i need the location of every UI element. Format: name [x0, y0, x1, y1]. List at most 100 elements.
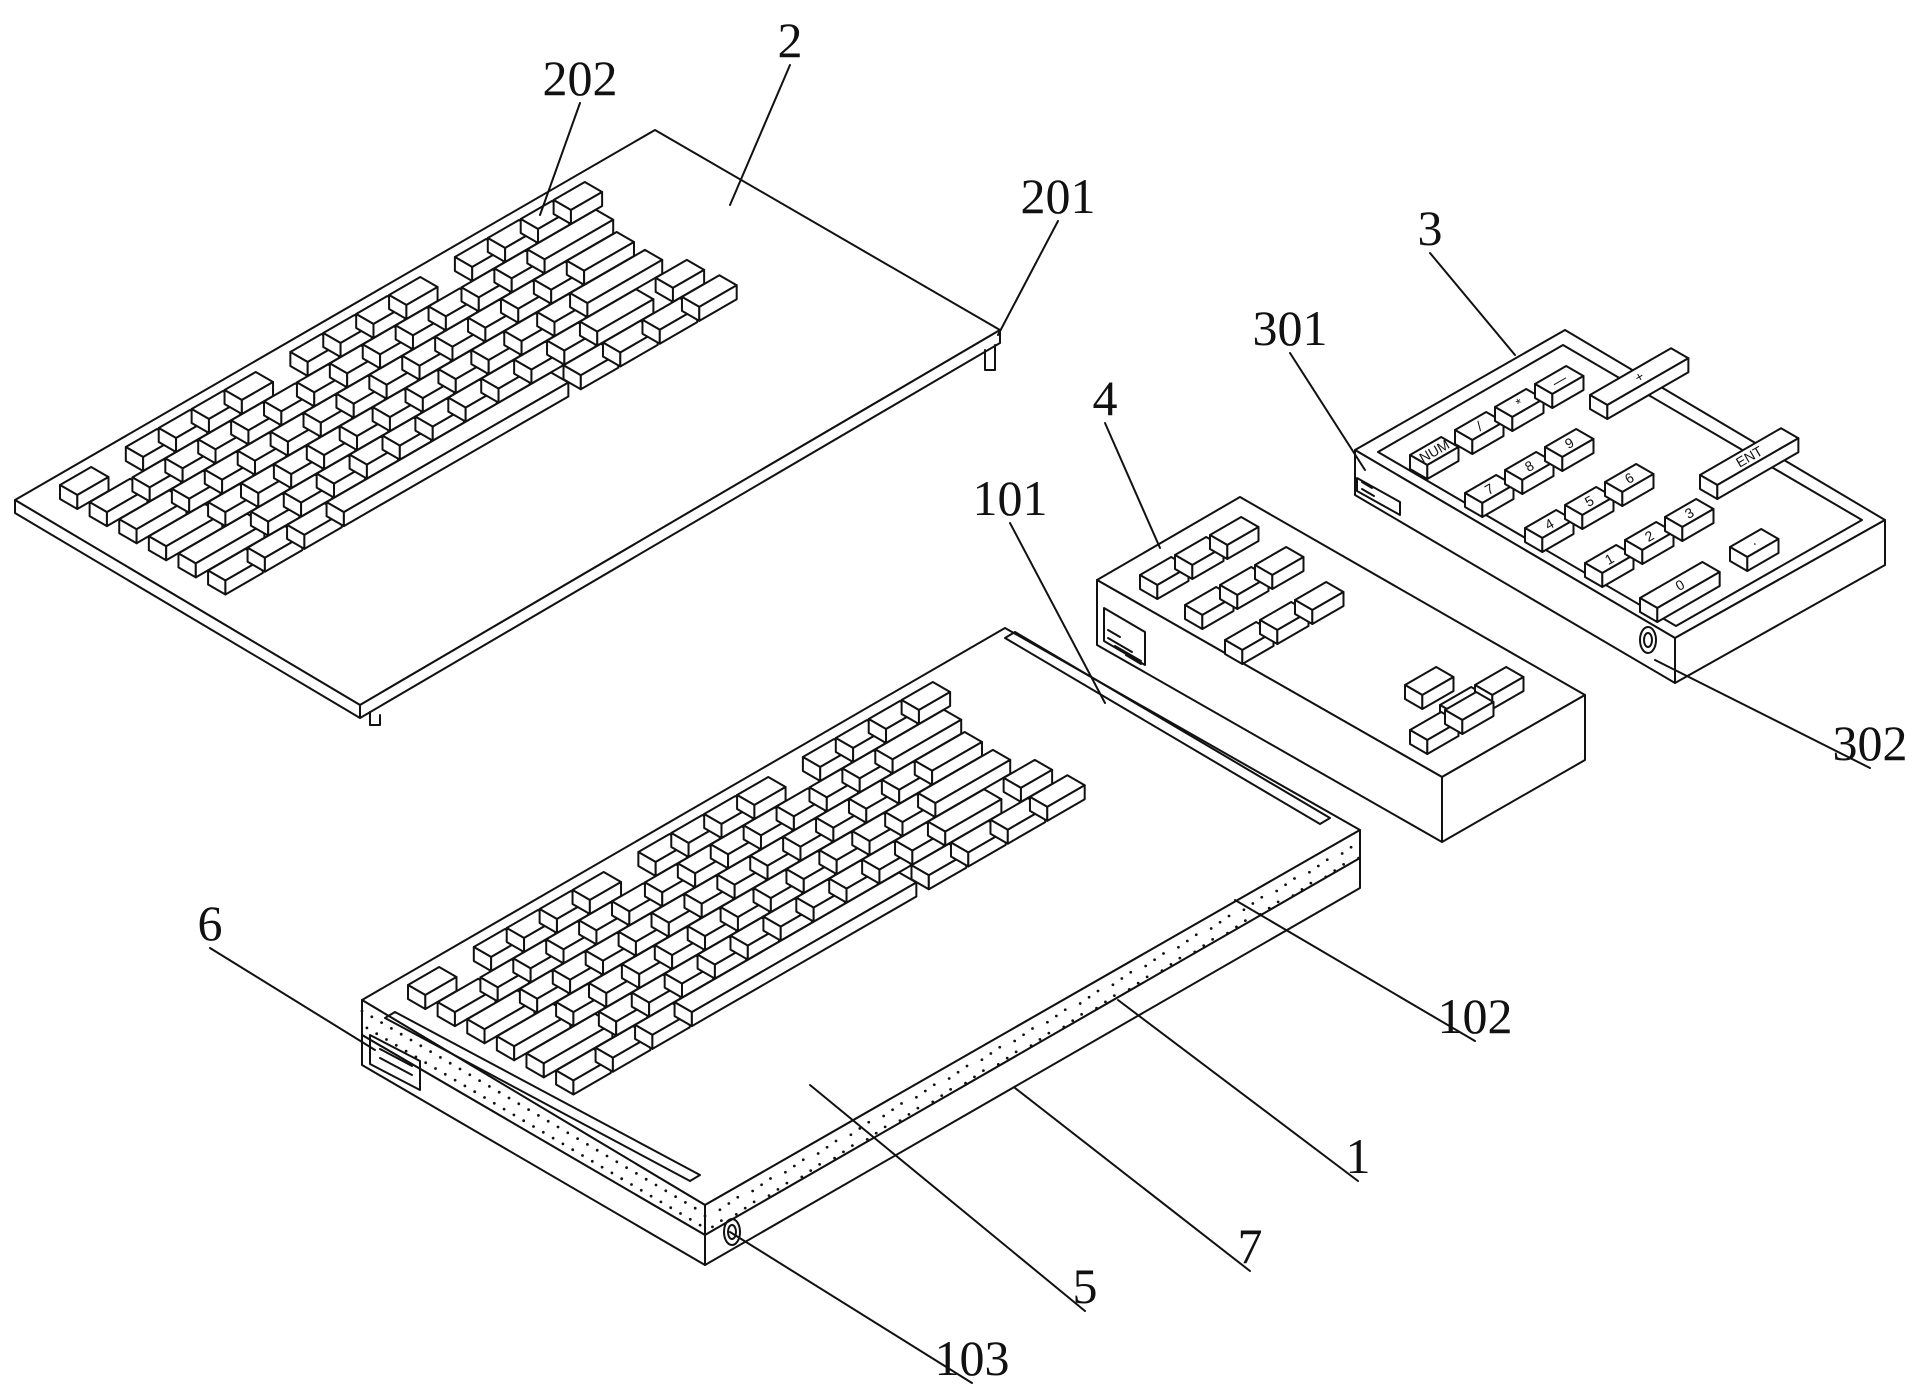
dot [768, 1194, 771, 1197]
dot [719, 1208, 722, 1211]
reference-numeral-103: 103 [935, 1330, 1010, 1386]
dot [769, 1177, 772, 1180]
reference-numeral-2: 2 [778, 12, 803, 68]
dot [704, 1215, 707, 1218]
dot [1128, 988, 1131, 991]
dot [1137, 982, 1140, 985]
dot [1275, 890, 1278, 893]
dot [1193, 950, 1196, 953]
dot [784, 1171, 787, 1174]
dot [1317, 865, 1320, 868]
reference-numeral-7: 7 [1238, 1218, 1263, 1274]
dot [542, 1131, 545, 1134]
dot [866, 1138, 869, 1141]
dot [727, 1202, 730, 1205]
dot [439, 1056, 442, 1059]
dot [1326, 858, 1329, 861]
dot [899, 1119, 902, 1122]
dot [842, 1150, 845, 1153]
dot [1324, 875, 1327, 878]
leader-line [730, 65, 790, 205]
dot [1046, 1021, 1049, 1024]
dot [478, 1079, 481, 1082]
dot [464, 1085, 467, 1088]
dot [777, 1188, 780, 1191]
dot [1047, 1032, 1050, 1035]
dot [989, 1052, 992, 1055]
dot [1153, 958, 1156, 961]
dot [1350, 846, 1353, 849]
dot [1064, 1008, 1067, 1011]
dot [1268, 907, 1271, 910]
dot [891, 1108, 894, 1111]
dot [1031, 1027, 1034, 1030]
leader-line [1015, 1088, 1250, 1271]
dot [1211, 938, 1214, 941]
dot [1178, 957, 1181, 960]
dot [1228, 915, 1231, 918]
dot [640, 1189, 643, 1192]
dot [973, 1075, 976, 1078]
dot [674, 1195, 677, 1198]
dot [753, 1200, 756, 1203]
dot [615, 1160, 618, 1163]
dot [390, 1027, 393, 1030]
dot [625, 1166, 628, 1169]
dot [606, 1155, 609, 1158]
dot [982, 1069, 985, 1072]
reference-numeral-101: 101 [973, 470, 1048, 526]
dot [645, 1178, 648, 1181]
dot [1292, 894, 1295, 897]
dot [800, 1175, 803, 1178]
dot [444, 1073, 447, 1076]
dot [817, 1152, 820, 1155]
dot [395, 1044, 398, 1047]
dot [591, 1160, 594, 1163]
leader-line [1290, 353, 1365, 470]
dot [915, 1096, 918, 1099]
dot [664, 1189, 667, 1192]
dot [483, 1096, 486, 1099]
dot [850, 1133, 853, 1136]
dot [1243, 908, 1246, 911]
dot [1112, 983, 1115, 986]
dot [835, 1140, 838, 1143]
dot [385, 1038, 388, 1041]
dot [1357, 857, 1360, 860]
dot [370, 1015, 373, 1018]
dot [1309, 882, 1312, 885]
dot [655, 1184, 658, 1187]
dot [684, 1201, 687, 1204]
dot [429, 1050, 432, 1053]
dot [1235, 925, 1238, 928]
reference-numeral-5: 5 [1073, 1258, 1098, 1314]
dot [948, 1077, 951, 1080]
dot [1162, 952, 1165, 955]
dot [635, 1172, 638, 1175]
dot [1210, 927, 1213, 930]
dot [1186, 940, 1189, 943]
dot [949, 1088, 952, 1091]
reference-numeral-302: 302 [1833, 715, 1908, 771]
dot [596, 1149, 599, 1152]
dot [818, 1163, 821, 1166]
dot [933, 1083, 936, 1086]
dot [1293, 877, 1296, 880]
dot [1202, 944, 1205, 947]
dot [611, 1172, 614, 1175]
dot [513, 1114, 516, 1117]
reference-numeral-102: 102 [1438, 988, 1513, 1044]
dot [793, 1165, 796, 1168]
dot [1039, 1038, 1042, 1041]
dot [571, 1148, 574, 1151]
dot [473, 1090, 476, 1093]
dot [1120, 977, 1123, 980]
dot [833, 1157, 836, 1160]
dot [1113, 994, 1116, 997]
dot [366, 1027, 369, 1030]
dot [1244, 919, 1247, 922]
dot [1030, 1044, 1033, 1047]
reference-numeral-201: 201 [1021, 168, 1096, 224]
dot [410, 1039, 413, 1042]
